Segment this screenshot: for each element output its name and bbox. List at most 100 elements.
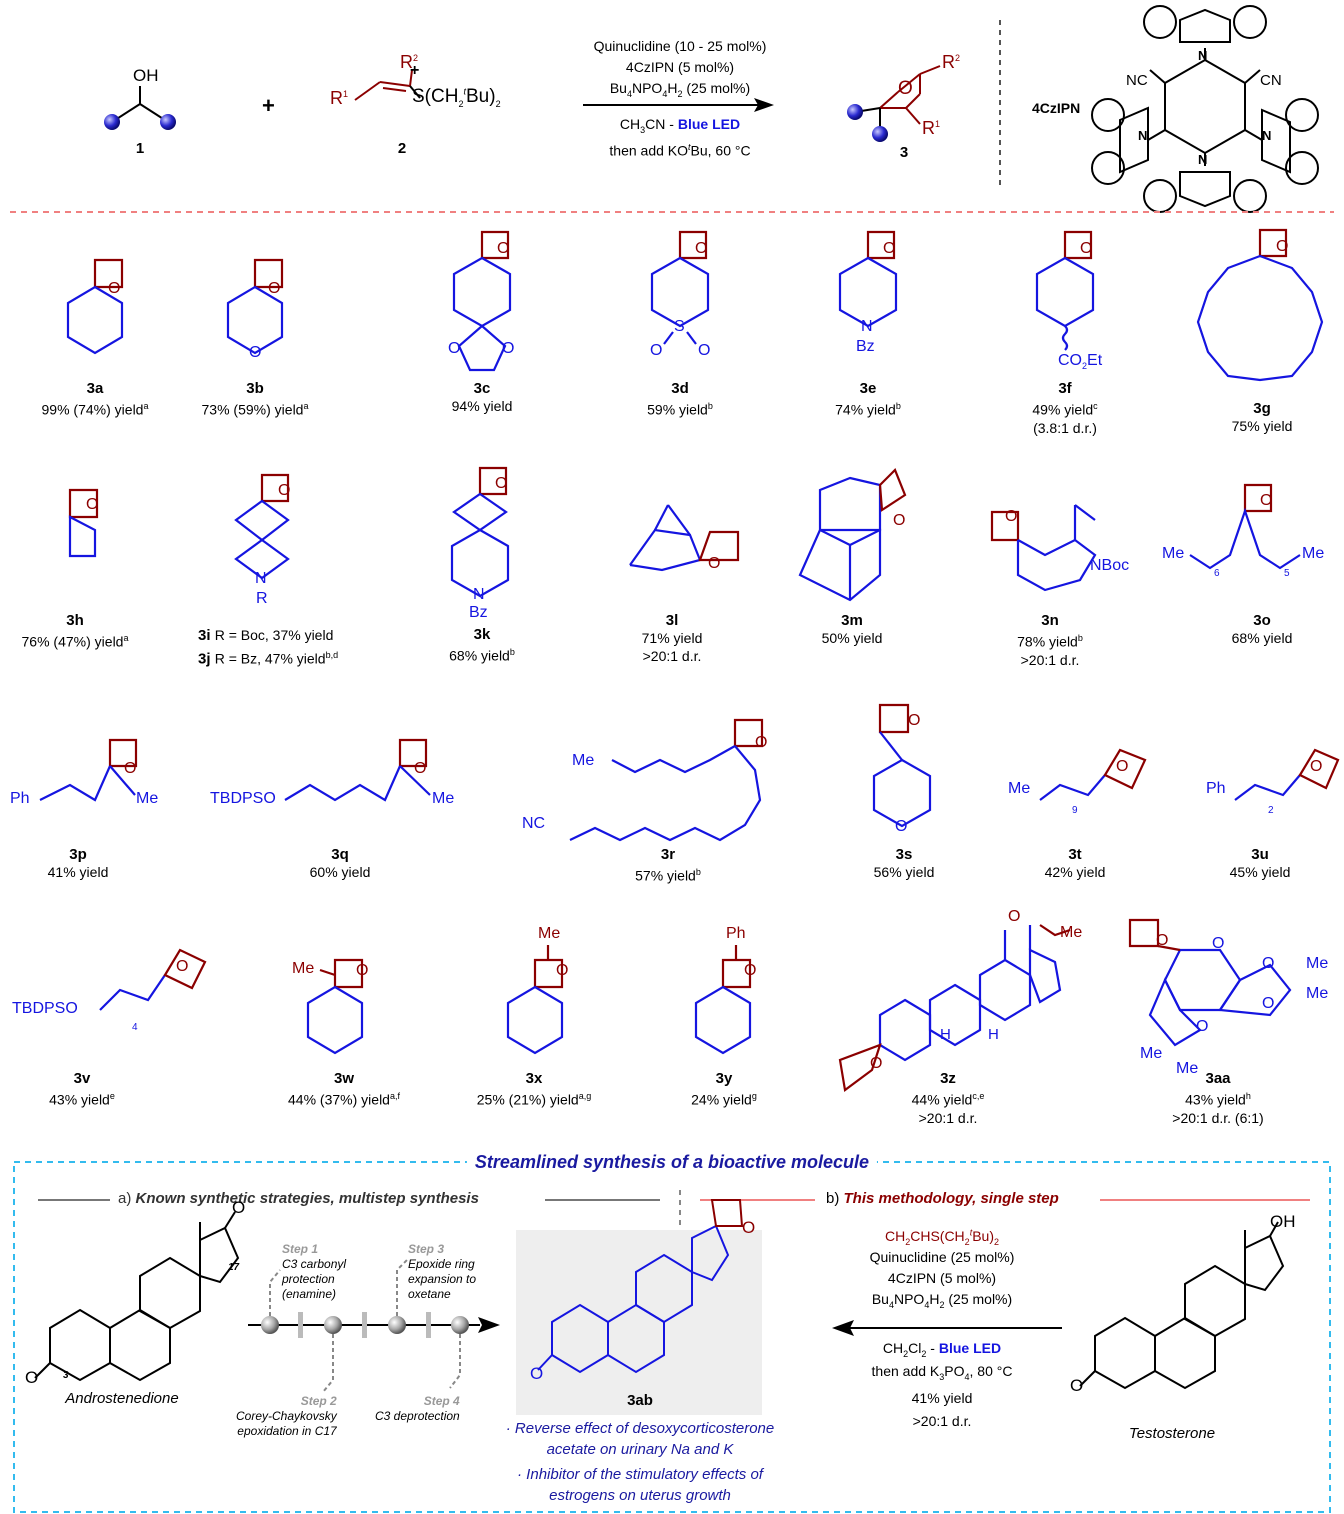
c3-label: 3 (63, 1370, 69, 1381)
compound-yield: 74% yieldb (835, 401, 901, 418)
atom-n-3k: N (473, 586, 485, 603)
compound-3i: 3i R = Boc, 37% yield (198, 627, 334, 644)
atom-n-3i: N (255, 570, 267, 587)
note-2: · Inhibitor of the stimulatory effects o… (517, 1466, 763, 1504)
start-ketone-o17: O (232, 1198, 246, 1217)
structure-3m (798, 468, 907, 602)
reactant-1-label: 1 (135, 140, 145, 157)
product-3ab-label: 3ab (627, 1392, 653, 1409)
atom-o-3c: O (497, 240, 510, 257)
r2-label: R2 (400, 52, 419, 72)
compound-yield: 56% yield (873, 864, 935, 880)
atom-o-3u: O (1310, 758, 1323, 775)
structure-3s (872, 703, 932, 828)
atom-o-ring-3b: O (249, 344, 262, 361)
compound-yield: 44% yieldc,e (911, 1091, 985, 1108)
compound-id: 3n (1041, 612, 1059, 629)
condition-5: then add KOtBu, 60 °C (609, 142, 751, 159)
start-ketone-o: O (25, 1368, 39, 1387)
structure-3o (1189, 483, 1301, 570)
condition-4: CH3CN - Blue LED (619, 116, 741, 135)
structure-3i (234, 473, 290, 580)
bottom-dr: >20:1 d.r. (912, 1413, 972, 1429)
compound-yield: 50% yield (821, 630, 883, 646)
structure-3x (506, 945, 564, 1055)
c17-label: 17 (228, 1262, 240, 1273)
catalyst-n-top: N (1198, 48, 1208, 63)
plus-sign: + (262, 93, 275, 118)
atom-o-3q: O (414, 760, 427, 777)
compound-yield: 41% yield (47, 864, 109, 880)
atom-me-3q: Me (432, 790, 455, 807)
testosterone-structure (1079, 1221, 1285, 1390)
bottom-yield: 41% yield (911, 1390, 973, 1406)
catalyst-nc: NC (1126, 72, 1148, 89)
compound-dr: >20:1 d.r. (1020, 651, 1080, 668)
catalyst-n-left: N (1138, 128, 1148, 143)
known-heading: a) Known synthetic strategies, multistep… (118, 1190, 479, 1207)
bottom-condition-4: CH2Cl2 - Blue LED (882, 1340, 1002, 1359)
atom-tbdpso-3v: TBDPSO (12, 1000, 78, 1017)
atom-o-3d: O (695, 240, 708, 257)
atom-me-left-3o: Me (1162, 545, 1185, 562)
end-compound-name: Testosterone (1128, 1425, 1216, 1442)
product-r1: R1 (922, 118, 941, 138)
product-3ab-structure (537, 1199, 744, 1374)
compound-yield: 76% (47%) yielda (21, 633, 129, 650)
compound-id: 3f (1058, 380, 1072, 397)
atom-me-a-3aa: Me (1306, 955, 1329, 972)
sulfonium-label: S(CH2tBu)2 (412, 86, 501, 109)
product-3 (847, 65, 941, 142)
atom-n-3e: N (861, 318, 873, 335)
compound-dr: (3.8:1 d.r.) (1033, 419, 1097, 436)
atom-o-3g: O (1276, 238, 1289, 255)
compound-yield: 25% (21%) yielda,g (476, 1091, 592, 1108)
atom-o-3y: O (744, 962, 757, 979)
oh-label: OH (133, 66, 159, 85)
atom-me-b-3aa: Me (1306, 985, 1329, 1002)
compound-yield: 43% yielde (49, 1091, 115, 1108)
compound-yield: 24% yieldg (691, 1091, 757, 1108)
bottom-condition-2: 4CzIPN (5 mol%) (887, 1270, 997, 1286)
atom-o-3p: O (124, 760, 137, 777)
atom-o-c-3aa: O (1196, 1018, 1209, 1035)
atom-o-b-3aa: O (1262, 995, 1275, 1012)
compound-id: 3s (895, 846, 913, 863)
bottom-condition-1: Quinuclidine (25 mol%) (869, 1249, 1015, 1265)
compound-yield: 75% yield (1231, 418, 1293, 434)
catalyst-n-right: N (1262, 128, 1272, 143)
compound-yield: 68% yieldb (449, 647, 515, 664)
reactant-2 (354, 69, 421, 101)
atom-o-3e: O (883, 240, 896, 257)
structure-3w (306, 958, 364, 1055)
atom-h2-3z: H (988, 1026, 999, 1043)
end-oh: OH (1270, 1212, 1296, 1231)
compound-yield: 73% (59%) yielda (201, 401, 309, 418)
atom-o-3v: O (176, 958, 189, 975)
compound-id: 3m (841, 612, 863, 629)
compound-yield: 42% yield (1044, 864, 1106, 880)
compound-id: 3aa (1205, 1070, 1231, 1087)
atom-me-3p: Me (136, 790, 159, 807)
structure-3r (569, 718, 764, 842)
atom-tbdpso-3q: TBDPSO (210, 790, 276, 807)
atom-me-c-3aa: Me (1140, 1045, 1163, 1062)
atom-r-3i: R (256, 590, 268, 607)
bottom-title: Streamlined synthesis of a bioactive mol… (466, 1152, 878, 1173)
structure-3b (226, 258, 284, 355)
atom-o-3k: O (495, 475, 508, 492)
subscript-4-3v: 4 (132, 1022, 138, 1033)
structure-3h (68, 488, 99, 558)
structure-3c (452, 230, 512, 372)
